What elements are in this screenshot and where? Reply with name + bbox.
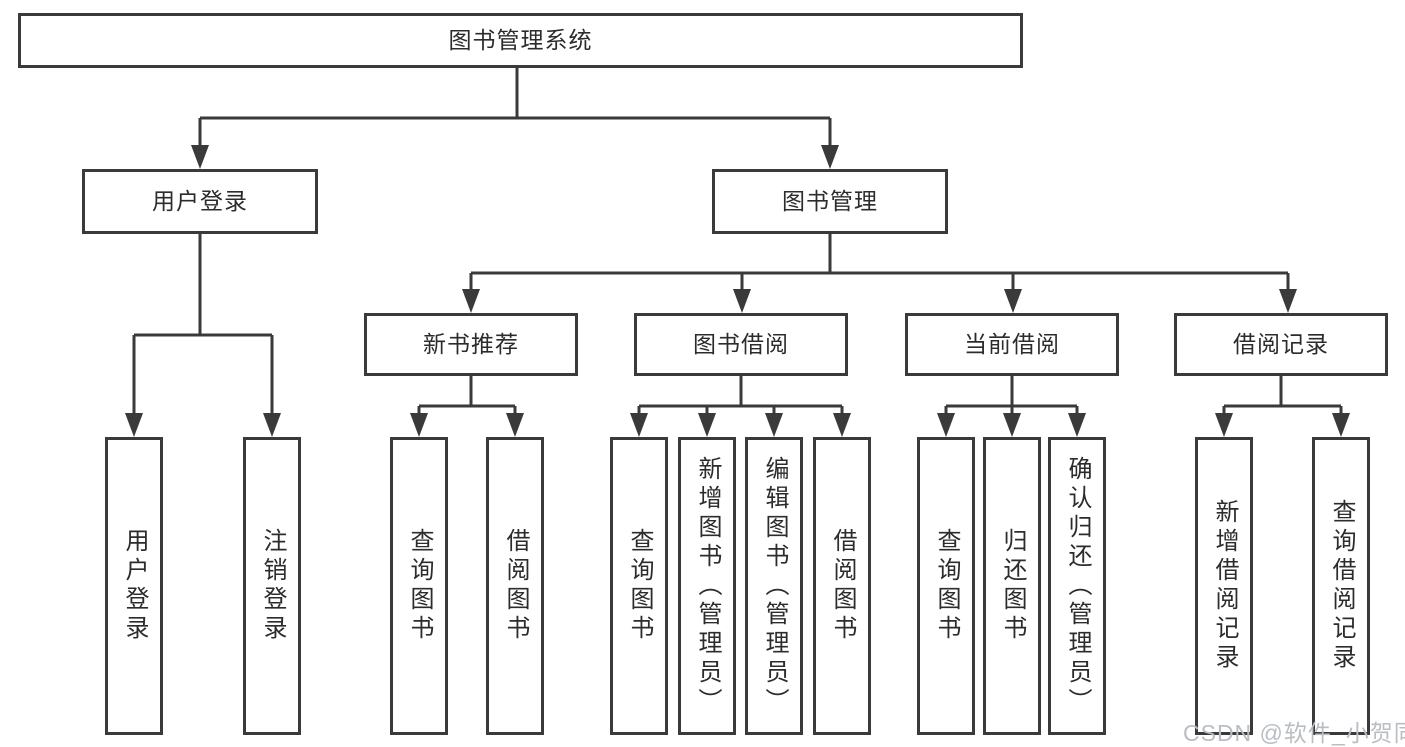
node-user-login: 用户登录	[82, 169, 318, 234]
leaf-confirm-return-admin: 确认归还（管理员）	[1048, 437, 1106, 735]
leaf-edit-books-admin: 编辑图书（管理员）	[745, 437, 803, 735]
leaf-logout: 注销登录	[243, 437, 301, 735]
leaf-query-borrow-record: 查询借阅记录	[1312, 437, 1370, 735]
leaf-user-login: 用户登录	[105, 437, 163, 735]
leaf-query-books-current: 查询图书	[917, 437, 975, 735]
leaf-query-books-borrowing: 查询图书	[610, 437, 668, 735]
leaf-add-books-admin: 新增图书（管理员）	[678, 437, 736, 735]
node-borrowing-records: 借阅记录	[1174, 313, 1388, 376]
leaf-add-borrow-record: 新增借阅记录	[1195, 437, 1253, 735]
csdn-watermark: CSDN @软件_小贺同学	[1183, 720, 1405, 746]
node-new-book-recommendation: 新书推荐	[364, 313, 578, 376]
node-book-borrowing: 图书借阅	[634, 313, 848, 376]
node-library-management-system: 图书管理系统	[18, 13, 1023, 68]
leaf-borrow-books-borrowing: 借阅图书	[813, 437, 871, 735]
leaf-query-books-recommend: 查询图书	[390, 437, 448, 735]
node-book-management: 图书管理	[712, 169, 948, 234]
node-current-borrowing: 当前借阅	[905, 313, 1119, 376]
leaf-borrow-books-recommend: 借阅图书	[486, 437, 544, 735]
leaf-return-books: 归还图书	[983, 437, 1041, 735]
arrowheads	[125, 145, 1350, 437]
